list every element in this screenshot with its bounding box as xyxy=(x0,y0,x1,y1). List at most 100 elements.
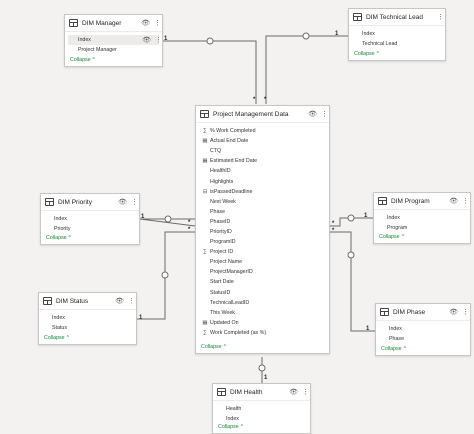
field-row[interactable]: TechnicalLeadID xyxy=(196,298,329,308)
table-card-project-management-data[interactable]: Project Management Data 👁 ⋮ ∑% Work Comp… xyxy=(195,105,330,354)
more-options-icon[interactable]: ⋮ xyxy=(154,20,161,27)
eye-icon[interactable]: 👁 xyxy=(289,389,298,396)
field-row[interactable]: ▦Updated On xyxy=(196,318,329,328)
table-title: DIM Health xyxy=(230,388,263,396)
field-row[interactable]: Status xyxy=(39,323,136,333)
table-card-dim-phase[interactable]: DIM Phase 👁 ⋮ Index Phase Collapse^ xyxy=(375,303,471,356)
card-header[interactable]: DIM Status 👁 ⋮ xyxy=(39,293,136,310)
eye-icon[interactable]: 👁 xyxy=(308,111,317,118)
table-card-dim-health[interactable]: DIM Health 👁 ⋮ Health Index Collapse^ xyxy=(212,383,311,434)
collapse-label: Collapse xyxy=(381,346,402,352)
more-options-icon[interactable]: ⋮ xyxy=(131,199,138,206)
more-options-icon[interactable]: ⋮ xyxy=(437,14,444,21)
eye-icon[interactable]: 👁 xyxy=(449,198,458,205)
field-name: CTQ xyxy=(210,148,222,155)
field-row[interactable]: Start Date xyxy=(196,277,329,287)
more-options-icon[interactable]: ⋮ xyxy=(462,198,469,205)
field-row[interactable]: ⊟isPassedDeadline xyxy=(196,187,329,197)
field-row[interactable]: Index 👁 ⋮ xyxy=(68,35,162,45)
table-title: DIM Status xyxy=(56,297,89,305)
field-row[interactable]: HealthID xyxy=(196,166,329,176)
field-row[interactable]: Project Name xyxy=(196,257,329,267)
field-row[interactable]: This Week xyxy=(196,308,329,318)
field-row[interactable]: Index xyxy=(374,213,470,223)
collapse-button[interactable]: Collapse^ xyxy=(39,333,69,341)
eye-icon[interactable]: 👁 xyxy=(142,37,151,44)
table-icon xyxy=(380,308,389,316)
field-name: Index xyxy=(389,326,402,332)
card-header[interactable]: DIM Manager 👁 ⋮ xyxy=(65,15,162,32)
field-row[interactable]: Index xyxy=(39,313,136,323)
cardinality-one: 1 xyxy=(364,213,368,219)
collapse-button[interactable]: Collapse^ xyxy=(376,344,406,352)
more-options-icon[interactable]: ⋮ xyxy=(155,37,162,44)
field-row[interactable]: Phase xyxy=(376,334,470,344)
collapse-button[interactable]: Collapse^ xyxy=(349,49,379,57)
more-options-icon[interactable]: ⋮ xyxy=(128,298,135,305)
field-name: StatusID xyxy=(210,289,231,296)
field-row[interactable]: Priority xyxy=(41,224,139,234)
card-header[interactable]: DIM Health 👁 ⋮ xyxy=(213,384,310,401)
chevron-up-icon: ^ xyxy=(223,344,226,350)
field-row[interactable]: Technical Lead xyxy=(349,39,445,49)
field-name: ProjectManagerID xyxy=(210,269,253,276)
card-header[interactable]: DIM Phase 👁 ⋮ xyxy=(376,304,470,321)
field-row[interactable]: Index xyxy=(376,324,470,334)
field-row[interactable]: ∑Project ID xyxy=(196,247,329,257)
field-name: Index xyxy=(52,315,65,321)
filter-direction-arrow xyxy=(347,251,355,259)
eye-icon[interactable]: 👁 xyxy=(118,199,127,206)
chevron-up-icon: ^ xyxy=(66,335,69,341)
field-row[interactable]: Program xyxy=(374,223,470,233)
field-row[interactable]: ∑% Work Completed xyxy=(196,126,329,136)
eye-icon[interactable]: 👁 xyxy=(449,309,458,316)
calendar-icon: ▦ xyxy=(202,138,208,145)
card-header[interactable]: Project Management Data 👁 ⋮ xyxy=(196,106,329,123)
field-name: Technical Lead xyxy=(362,41,398,47)
eye-icon[interactable]: 👁 xyxy=(115,298,124,305)
collapse-button[interactable]: Collapse^ xyxy=(65,55,95,63)
collapse-button[interactable]: Collapse^ xyxy=(213,422,243,430)
field-row[interactable]: Health xyxy=(213,404,310,414)
field-row[interactable]: CTQ xyxy=(196,146,329,156)
eye-icon[interactable]: 👁 xyxy=(141,20,150,27)
card-header[interactable]: DIM Program 👁 ⋮ xyxy=(374,193,470,210)
field-row[interactable]: ProgramID xyxy=(196,237,329,247)
collapse-button[interactable]: Collapse^ xyxy=(196,342,226,350)
card-header[interactable]: DIM Priority 👁 ⋮ xyxy=(41,194,139,211)
field-row[interactable]: ProjectManagerID xyxy=(196,267,329,277)
field-row[interactable]: Highlights xyxy=(196,176,329,186)
collapse-label: Collapse xyxy=(354,51,375,57)
field-row[interactable]: Index xyxy=(213,414,310,424)
collapse-button[interactable]: Collapse^ xyxy=(374,232,404,240)
field-name: Project Manager xyxy=(78,47,117,53)
field-row[interactable]: PhaseID xyxy=(196,217,329,227)
sigma-icon: ∑ xyxy=(203,329,207,336)
collapse-button[interactable]: Collapse^ xyxy=(41,233,71,241)
more-options-icon[interactable]: ⋮ xyxy=(321,111,328,118)
table-card-dim-status[interactable]: DIM Status 👁 ⋮ Index Status Collapse^ xyxy=(38,292,137,345)
field-row[interactable]: Index xyxy=(349,29,445,39)
filter-direction-arrow xyxy=(164,215,172,223)
table-card-dim-manager[interactable]: DIM Manager 👁 ⋮ Index 👁 ⋮ Project Manage… xyxy=(64,14,163,67)
card-header[interactable]: DIM Technical Lead ⋮ xyxy=(349,9,445,26)
field-row[interactable]: Next Week xyxy=(196,197,329,207)
chevron-up-icon: ^ xyxy=(240,424,243,430)
field-name: Index xyxy=(54,216,67,222)
field-row[interactable]: Project Manager xyxy=(65,45,162,55)
field-row[interactable]: ▦Estimated End Date xyxy=(196,156,329,166)
table-card-dim-priority[interactable]: DIM Priority 👁 ⋮ Index Priority Collapse… xyxy=(40,193,140,245)
field-row[interactable]: Index xyxy=(41,214,139,224)
field-row[interactable]: ∑Work Completed (as %) xyxy=(196,328,329,338)
table-card-dim-technical-lead[interactable]: DIM Technical Lead ⋮ Index Technical Lea… xyxy=(348,8,446,61)
more-options-icon[interactable]: ⋮ xyxy=(462,309,469,316)
field-row[interactable]: StatusID xyxy=(196,288,329,298)
relationship-manager-line-2 xyxy=(163,44,258,104)
more-options-icon[interactable]: ⋮ xyxy=(302,389,309,396)
table-card-dim-program[interactable]: DIM Program 👁 ⋮ Index Program Collapse^ xyxy=(373,192,471,244)
field-row[interactable]: ▦Actual End Date xyxy=(196,136,329,146)
field-row[interactable]: Phase xyxy=(196,207,329,217)
cardinality-many: * xyxy=(332,228,335,234)
field-row[interactable]: PriorityID xyxy=(196,227,329,237)
